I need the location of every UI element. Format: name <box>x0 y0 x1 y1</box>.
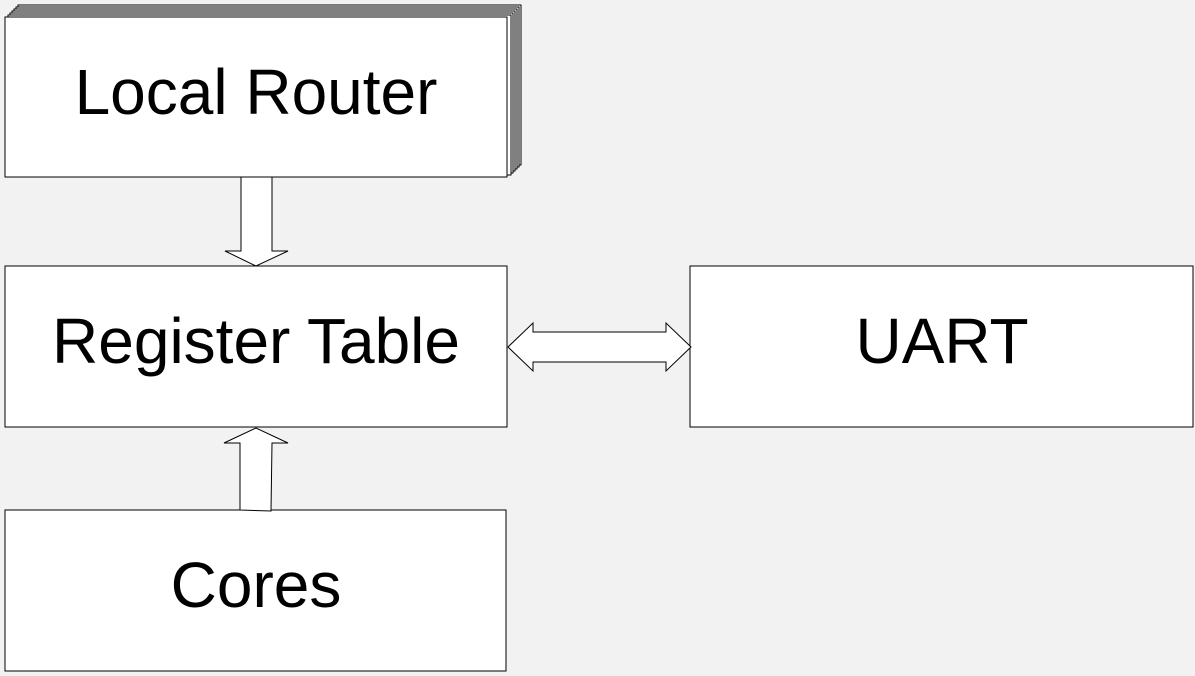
local-router-box <box>4 16 508 178</box>
uart-block: UART <box>689 265 1194 428</box>
local-router-block: Local Router <box>4 4 522 178</box>
uart-label: UART <box>855 305 1028 377</box>
cores-block: Cores <box>4 509 507 672</box>
register-table-box <box>4 265 508 428</box>
register-table-block: Register Table <box>4 265 508 428</box>
cores-to-register-arrow <box>223 427 289 512</box>
router-to-register-arrow <box>224 176 289 267</box>
register-table-label: Register Table <box>52 305 460 377</box>
local-router-label: Local Router <box>75 56 438 128</box>
cores-box <box>4 509 507 672</box>
cores-label: Cores <box>171 549 342 621</box>
register-uart-double-arrow <box>507 321 692 373</box>
